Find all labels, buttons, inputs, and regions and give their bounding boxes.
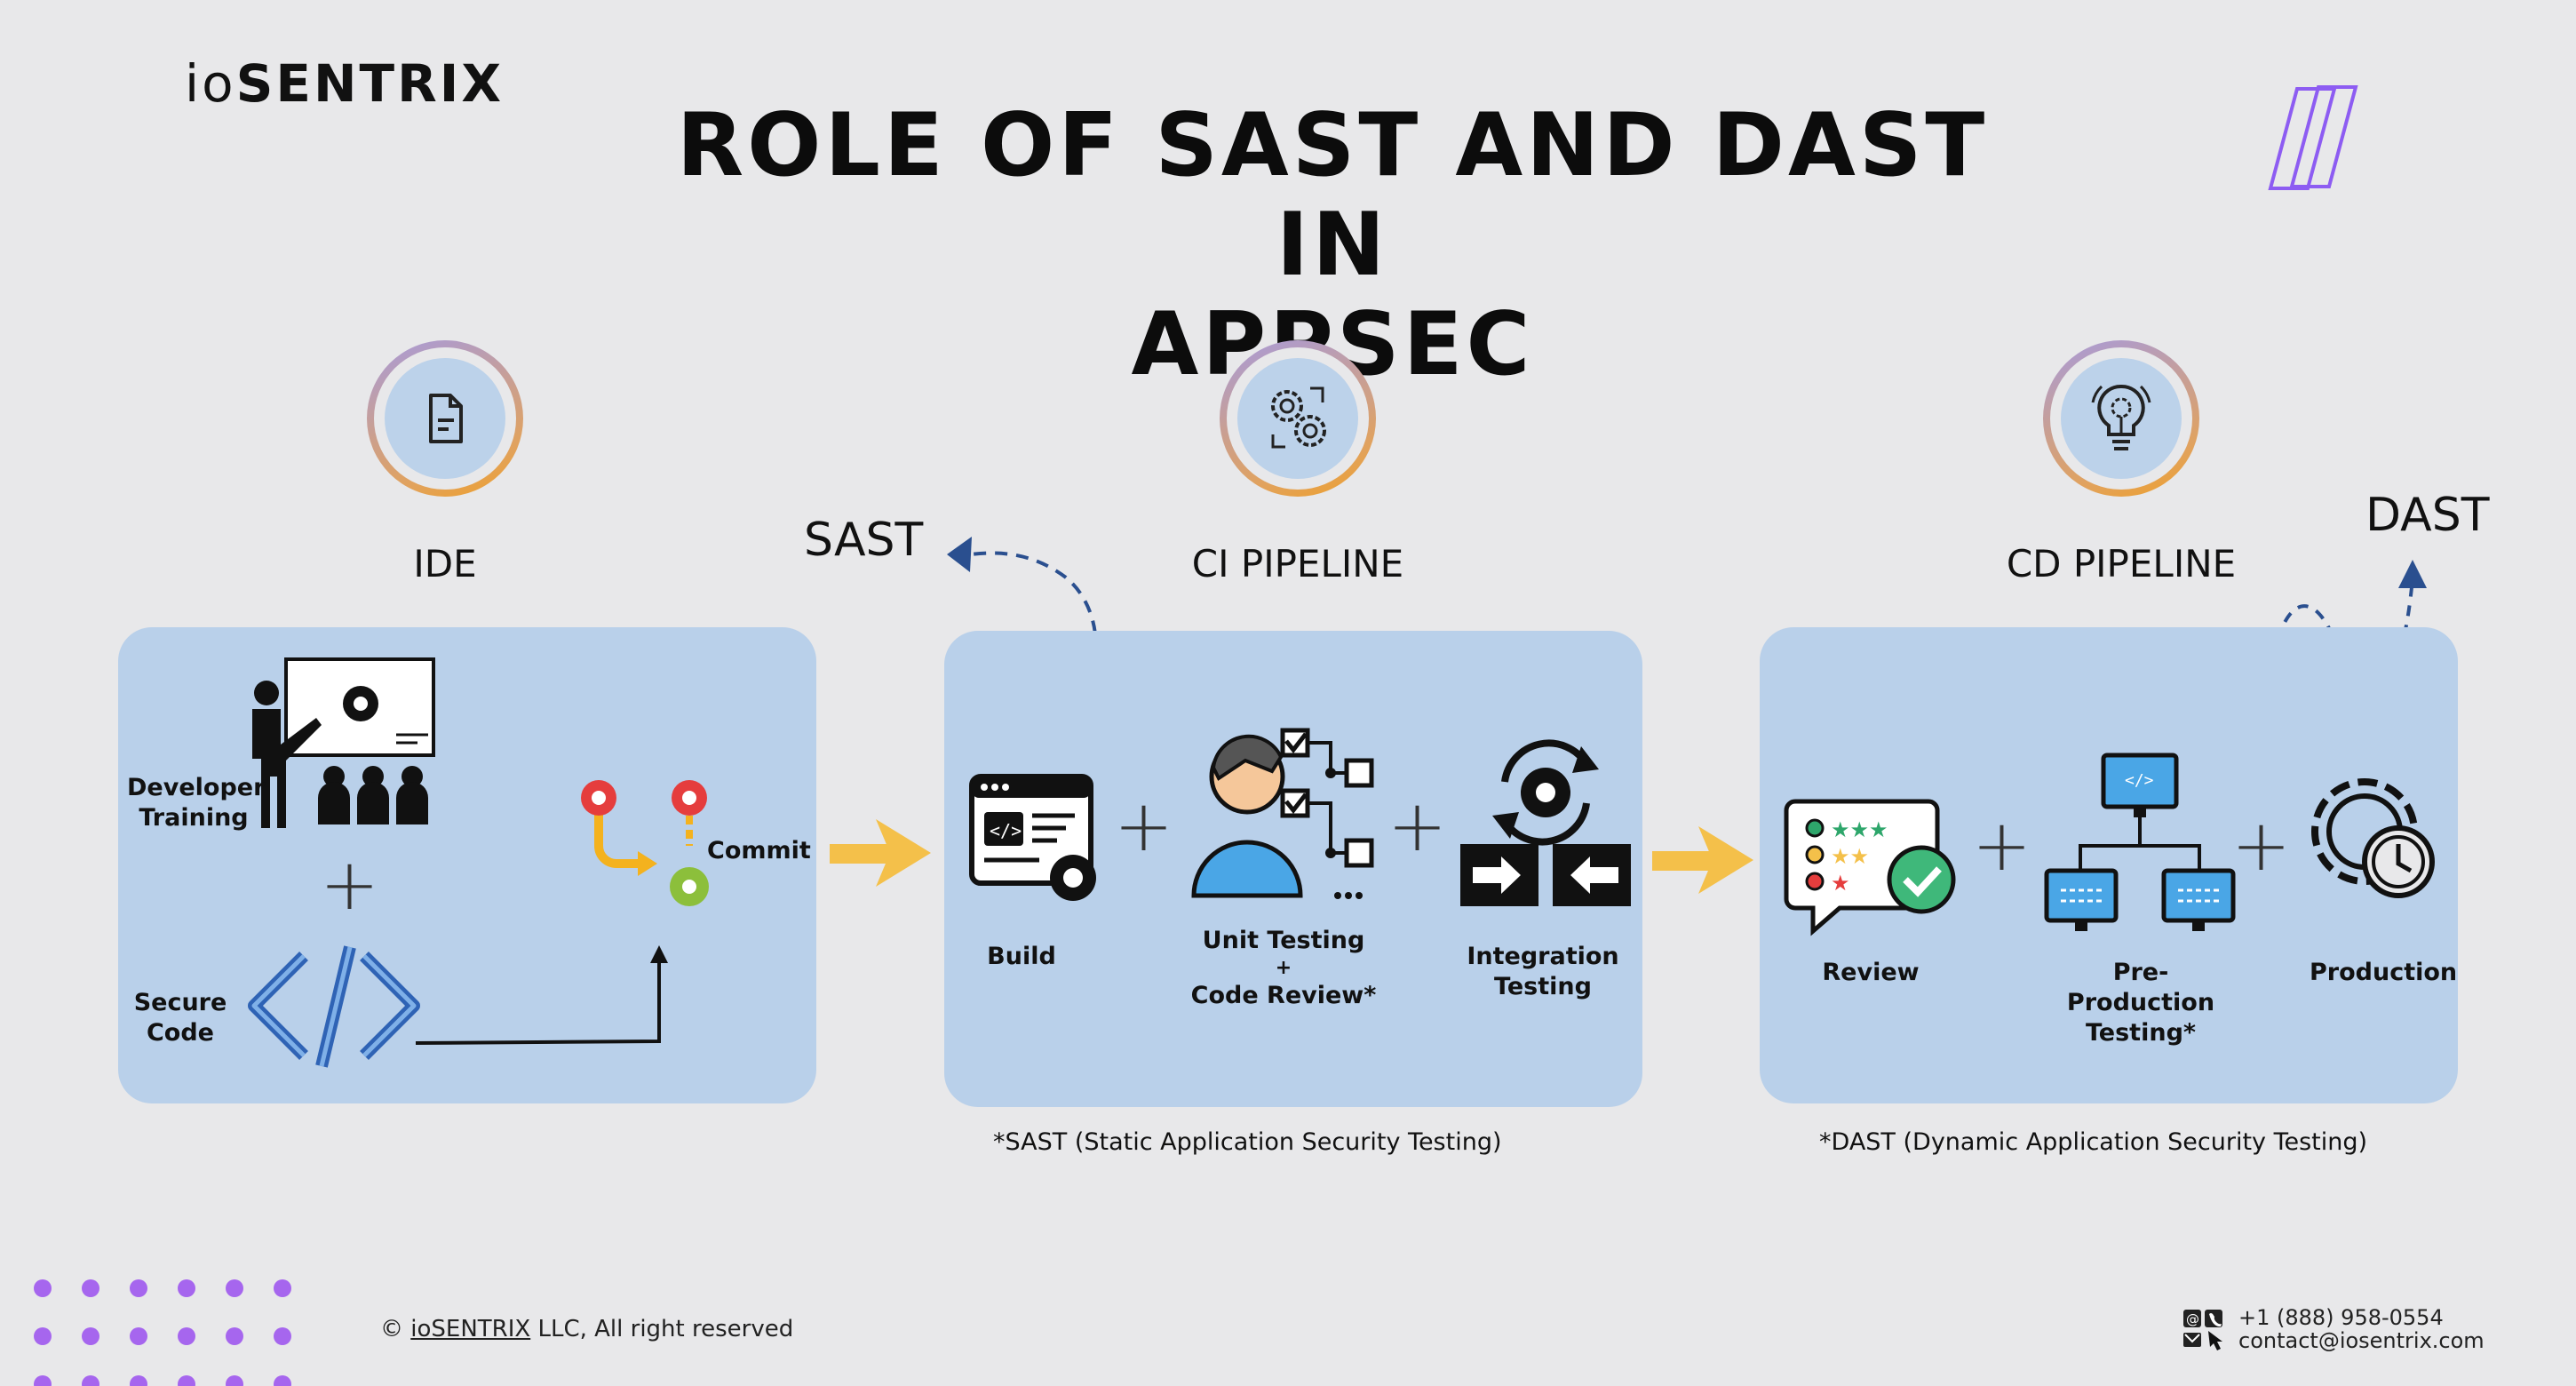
pre-production-network-icon: </>: [2044, 753, 2236, 931]
unit-testing-text: Unit Testing: [1202, 927, 1365, 954]
contact-block: +1 (888) 958-0554 contact@iosentrix.com: [2238, 1306, 2485, 1352]
decorative-dots: [27, 1279, 302, 1386]
logo-light: io: [185, 53, 236, 114]
review-ratings-icon: ★★★ ★★ ★: [1784, 799, 1956, 936]
brand-logo: ioSENTRIX: [185, 53, 504, 114]
code-review-text: Code Review*: [1190, 982, 1377, 1009]
gears-icon: [1271, 386, 1326, 449]
svg-text:★★★: ★★★: [1831, 817, 1888, 842]
production-gear-clock-icon: [2311, 778, 2435, 898]
ide-stage-icon: [367, 340, 523, 497]
logo-bold: SENTRIX: [235, 53, 505, 114]
cd-stage-icon: [2043, 340, 2199, 497]
cd-plus-1: +: [1972, 804, 2032, 887]
svg-text:</>: </>: [990, 820, 1022, 841]
sast-tag: SAST: [804, 514, 924, 567]
unit-testing-plus: +: [1275, 957, 1292, 979]
svg-text:★★: ★★: [1831, 844, 1869, 869]
contact-icons: @: [2183, 1310, 2222, 1350]
code-brackets-icon: [248, 945, 420, 1068]
developer-training-label: Developer Training: [127, 774, 266, 832]
title-line-1: ROLE OF SAST AND DAST IN: [676, 95, 1989, 296]
stage-label-cd: CD PIPELINE: [2006, 542, 2237, 585]
secure-code-label: Secure Code: [133, 989, 227, 1047]
commit-connector-line: [415, 945, 668, 1045]
developer-training-icon: [252, 657, 435, 828]
ci-stage-icon: [1220, 340, 1376, 497]
production-label: Production: [2310, 959, 2458, 986]
svg-text:★: ★: [1831, 871, 1850, 896]
sast-arrowhead: [947, 537, 972, 572]
commit-label: Commit: [707, 837, 811, 864]
copyright-brand-link[interactable]: ioSENTRIX: [410, 1316, 531, 1342]
stage-label-ci: CI PIPELINE: [1191, 542, 1404, 585]
stage-label-ide: IDE: [413, 542, 477, 585]
unit-testing-label: Unit Testing + Code Review*: [1181, 926, 1386, 1011]
svg-text:</>: </>: [2125, 771, 2154, 790]
ide-panel: [118, 627, 816, 1103]
ci-plus-1: +: [1114, 785, 1174, 867]
integration-testing-icon: [1460, 739, 1631, 906]
svg-text:@: @: [2186, 1311, 2199, 1327]
arrow-ci-to-cd-icon: [1652, 826, 1753, 894]
copyright-symbol: ©: [380, 1316, 403, 1342]
unit-testing-developer-icon: [1191, 728, 1374, 899]
dast-arrowhead: [2398, 560, 2427, 588]
lightbulb-gear-icon: [2091, 384, 2151, 450]
ci-plus-2: +: [1387, 785, 1448, 867]
copyright-text: LLC, All right reserved: [537, 1316, 794, 1342]
copyright: © ioSENTRIX LLC, All right reserved: [380, 1316, 793, 1342]
git-commit-icon: [581, 780, 709, 906]
contact-email[interactable]: contact@iosentrix.com: [2238, 1328, 2485, 1353]
build-browser-code-icon: </>: [969, 774, 1096, 901]
arrow-ide-to-ci-icon: [830, 819, 931, 887]
pre-production-label: Pre-Production Testing*: [2066, 959, 2215, 1047]
build-label: Build: [987, 943, 1056, 970]
review-label: Review: [1822, 959, 1920, 986]
ide-plus: +: [320, 843, 380, 926]
document-icon: [429, 394, 463, 443]
dast-footnote: *DAST (Dynamic Application Security Test…: [1819, 1128, 2368, 1156]
sast-footnote: *SAST (Static Application Security Testi…: [993, 1128, 1502, 1156]
cd-plus-2: +: [2231, 804, 2292, 887]
dast-tag: DAST: [2365, 489, 2490, 542]
integration-testing-label: Integration Testing: [1467, 943, 1619, 1000]
contact-phone[interactable]: +1 (888) 958-0554: [2238, 1305, 2444, 1330]
parallelogram-logo-icon: [2268, 85, 2358, 190]
